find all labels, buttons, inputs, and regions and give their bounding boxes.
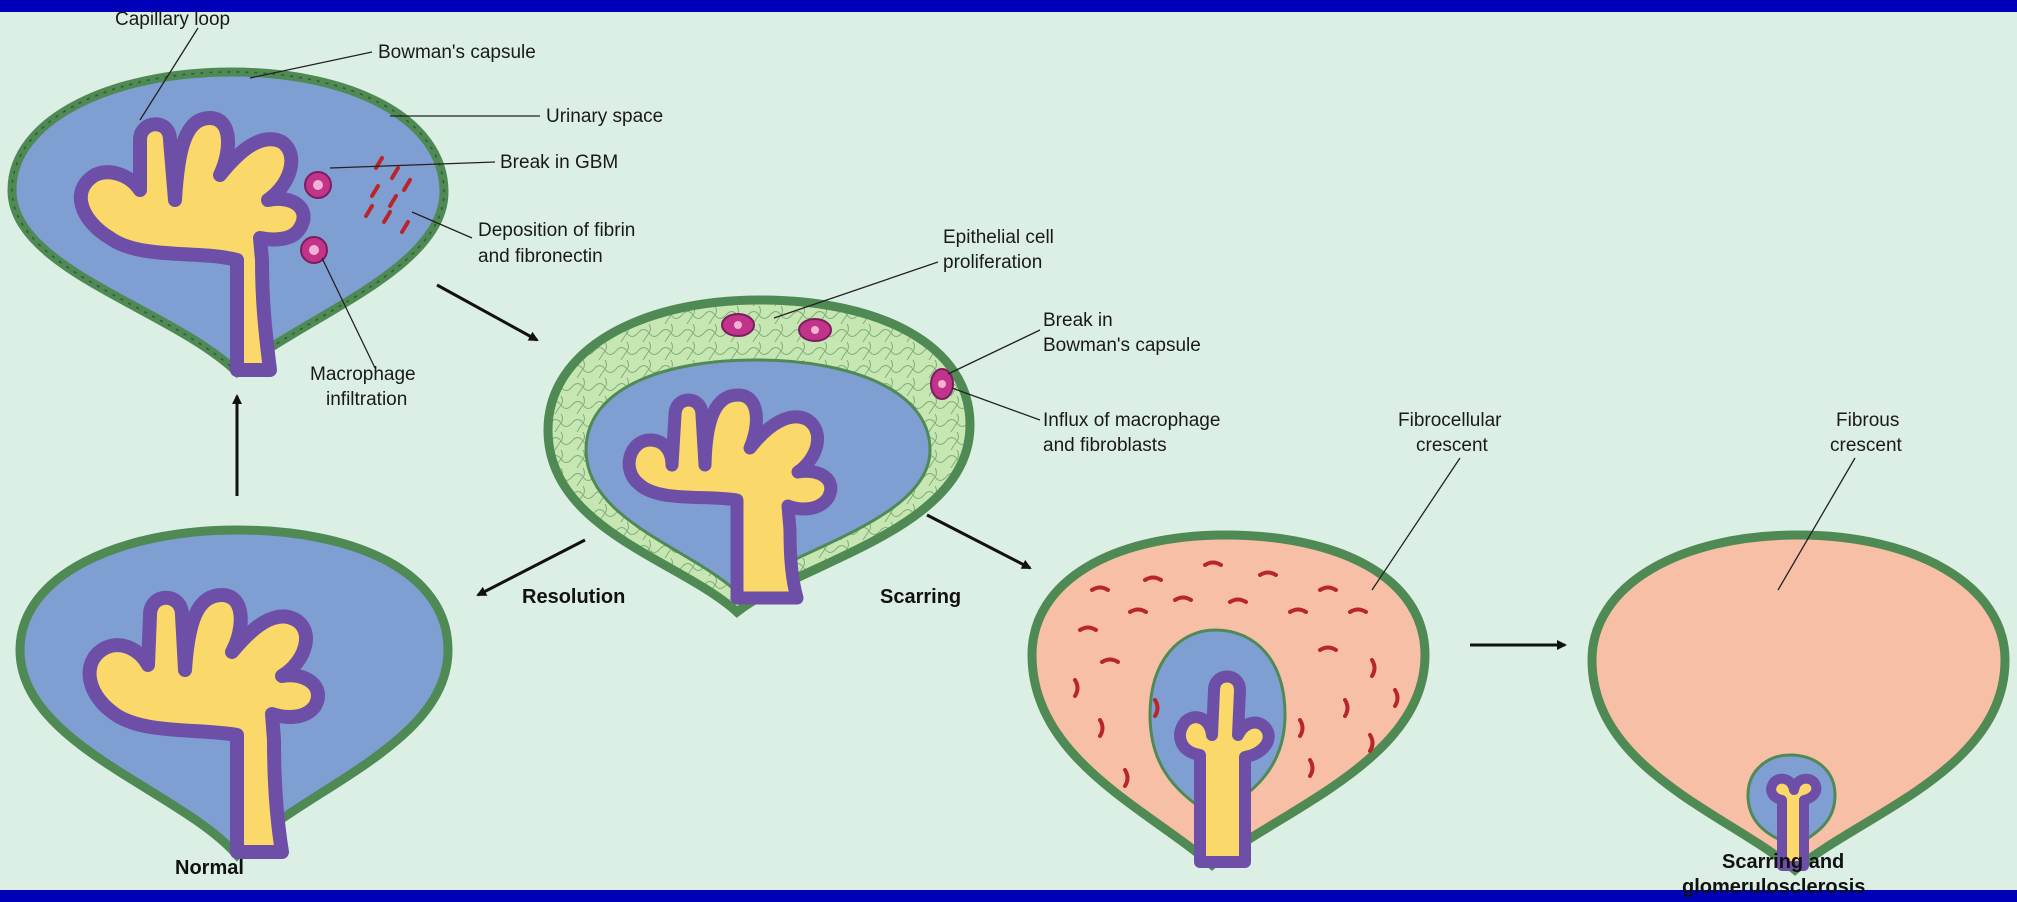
label-break-bowman-2: Bowman's capsule (1043, 335, 1201, 356)
caption-final-1: Scarring and (1722, 851, 1844, 873)
caption-resolution: Resolution (522, 586, 625, 608)
caption-normal: Normal (175, 857, 244, 879)
glomerulus-fibrocellular (1032, 535, 1425, 865)
arrow-scarring (927, 515, 1030, 568)
label-capillary-loop: Capillary loop (115, 9, 230, 30)
label-fibrocellular-2: crescent (1416, 435, 1489, 456)
label-influx-2: and fibroblasts (1043, 435, 1167, 456)
label-macrophage-1: Macrophage (310, 364, 416, 385)
glomerulus-normal (20, 530, 448, 855)
label-fibrous-1: Fibrous (1836, 410, 1899, 431)
label-bowmans-capsule: Bowman's capsule (378, 42, 536, 63)
label-macrophage-2: infiltration (326, 389, 407, 410)
caption-final-2: glomerulosclerosis (1682, 876, 1865, 898)
label-influx-1: Influx of macrophage (1043, 410, 1220, 431)
label-deposition-1: Deposition of fibrin (478, 220, 635, 241)
caption-scarring: Scarring (880, 586, 961, 608)
arrow-injury-to-crescent (437, 285, 537, 340)
label-deposition-2: and fibronectin (478, 246, 603, 267)
label-epithelial-1: Epithelial cell (943, 227, 1054, 248)
label-urinary-space: Urinary space (546, 106, 663, 127)
glomerulus-crescent (548, 300, 970, 612)
glomerulus-fibrous (1592, 535, 2005, 870)
label-break-in-gbm: Break in GBM (500, 152, 618, 173)
label-fibrocellular-1: Fibrocellular (1398, 410, 1502, 431)
label-break-bowman-1: Break in (1043, 310, 1113, 331)
label-epithelial-2: proliferation (943, 252, 1042, 273)
label-fibrous-2: crescent (1830, 435, 1903, 456)
glomerulus-injured (12, 72, 444, 372)
